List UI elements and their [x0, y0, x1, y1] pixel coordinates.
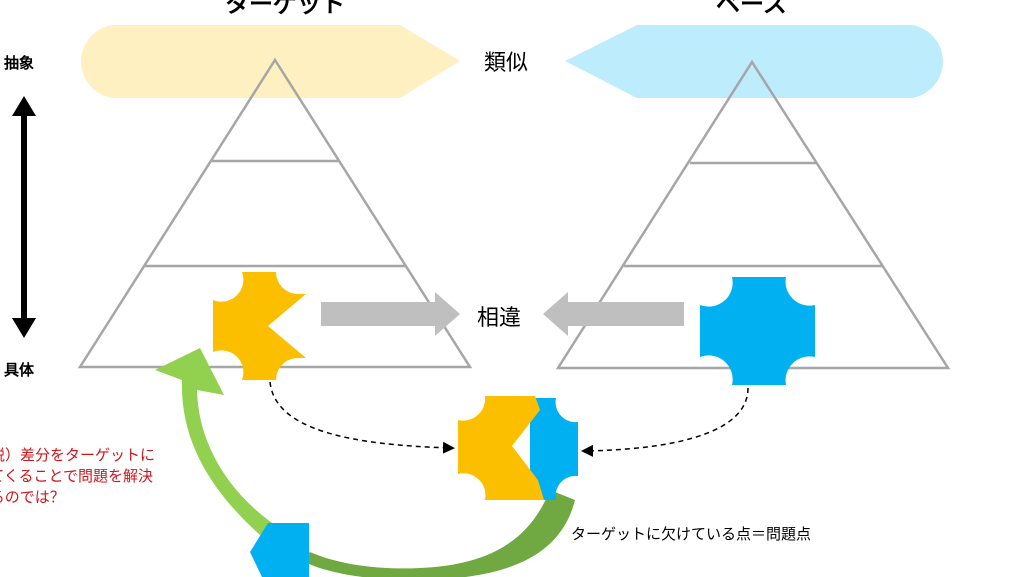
base-puzzle-piece — [700, 277, 815, 385]
axis-abstract-label: 抽象 — [4, 54, 35, 72]
abstract-concrete-arrow — [12, 96, 36, 338]
problem-note: ターゲットに欠けている点＝問題点 — [571, 525, 812, 543]
hypothesis-line: （仮説）差分をターゲットに — [0, 446, 156, 464]
green-arrow-bottom — [300, 490, 575, 577]
green-arrow-up — [155, 348, 275, 535]
axis-concrete-label: 具体 — [4, 361, 35, 379]
hypothesis-line: 持ってくることで問題を解決 — [0, 467, 154, 485]
base-difference-arrow — [543, 292, 684, 336]
target-connector — [269, 381, 455, 454]
title-base: ベース — [716, 0, 787, 18]
similar-band-left — [81, 25, 460, 98]
similar-band-right — [565, 25, 943, 98]
similar-label: 類似 — [484, 51, 529, 76]
title-target: ターゲット — [225, 0, 345, 18]
hypothesis-line: できるのでは？ — [0, 488, 65, 506]
combined-pieces — [458, 396, 578, 500]
base-connector — [581, 387, 749, 457]
target-puzzle-piece — [213, 272, 306, 380]
target-difference-arrow — [321, 292, 460, 336]
different-label: 相違 — [477, 306, 522, 331]
hypothesis-text: （仮説）差分をターゲットに 持ってくることで問題を解決 できるのでは？ — [0, 445, 155, 508]
base-piece-small — [250, 523, 309, 577]
